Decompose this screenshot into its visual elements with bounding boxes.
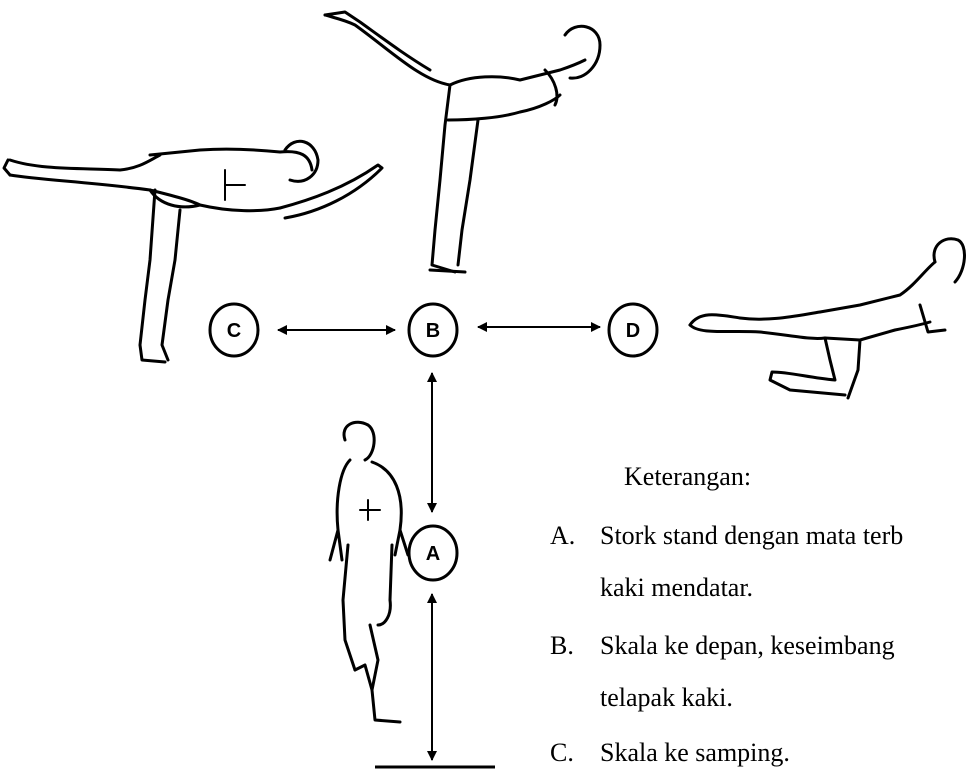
svg-text:A: A [426,543,440,565]
node-c: C [210,304,258,356]
side-scale-figure [4,141,382,362]
legend-letter: B. [550,631,574,661]
legend-title: Keterangan: [624,464,751,490]
svg-text:D: D [626,320,640,342]
legend-text: Stork stand dengan mata terb [600,521,903,551]
legend-text: Skala ke samping. [600,738,790,768]
legend-text: Skala ke depan, keseimbang [600,631,895,661]
legend-letter: C. [550,738,574,768]
node-a: A [409,526,457,580]
legend-continuation-b: telapak kaki. [600,683,733,713]
node-d: D [609,304,657,356]
front-scale-figure [325,12,600,272]
kneeling-balance-figure [690,239,964,398]
legend-letter: A. [550,521,575,551]
legend-continuation-a: kaki mendatar. [600,573,753,603]
svg-text:B: B [426,320,440,342]
node-b: B [409,304,457,356]
svg-text:C: C [227,320,241,342]
stork-stand-figure [330,422,408,722]
